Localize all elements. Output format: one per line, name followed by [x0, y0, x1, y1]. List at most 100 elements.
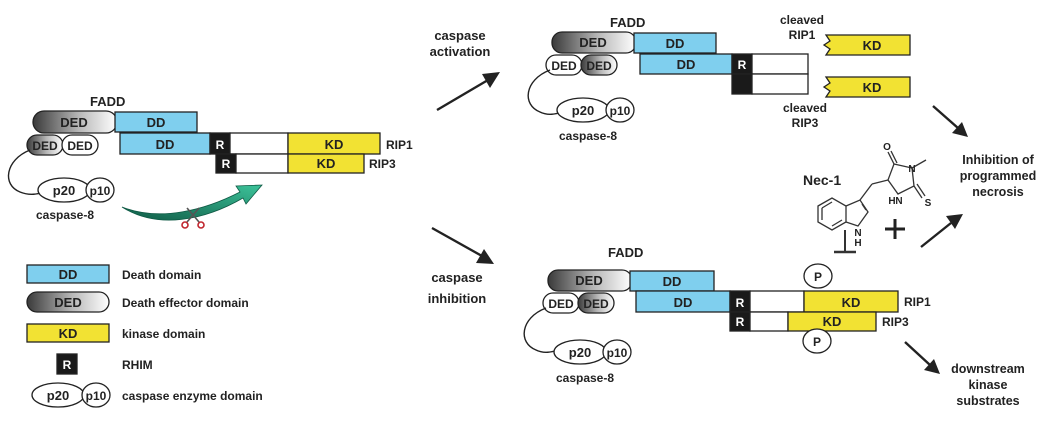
caspase-activation-line1: caspase — [434, 28, 485, 43]
rip1-phospho-label: P — [814, 270, 822, 284]
nec1-nh-h-atom: H — [888, 196, 895, 207]
nec1-indole-n-atom: N — [854, 228, 861, 239]
legend-ded-swatch — [26, 291, 110, 313]
inhibition-arrowhead — [476, 249, 494, 264]
bottom-rip3-rhim-label: R — [736, 315, 745, 329]
substrates-line2: kinase — [969, 378, 1008, 392]
legend-p20-key: p20 — [47, 388, 69, 403]
legend-p10-key: p10 — [86, 389, 107, 403]
left-complex: FADD DED DD DED DED DD R KD RIP1 R KD RI… — [7, 94, 413, 229]
top-rip1-dd-label: DD — [677, 57, 696, 72]
legend-dd-swatch — [26, 264, 110, 284]
casp8-p10 — [85, 177, 115, 203]
nec1-molecule — [817, 150, 927, 254]
arrow-to-necrosis-bottom — [920, 222, 952, 248]
inhibition-arrow — [431, 226, 483, 258]
top-casp8-linker-line — [527, 69, 563, 115]
top-casp8-ded-2 — [580, 54, 618, 76]
bottom-rip3-label: RIP3 — [882, 315, 909, 329]
bottom-rip1-linker — [749, 290, 805, 313]
top-rip1-stub — [751, 53, 809, 75]
cleaved-rip3-kd-label: KD — [863, 80, 882, 95]
arrow-to-necrosis-bottom-head — [946, 214, 963, 229]
legend-rhim-key: R — [63, 358, 72, 372]
bottom-casp8-label: caspase-8 — [556, 371, 614, 385]
legend-ded-text: Death effector domain — [122, 296, 249, 310]
arrow-to-necrosis-top-head — [952, 122, 968, 137]
nec1-nh-n-atom: N — [895, 196, 902, 207]
arrow-to-substrates — [904, 341, 931, 366]
top-fadd-dd-label: DD — [666, 36, 685, 51]
top-fadd-label: FADD — [610, 15, 645, 30]
legend-casp-text: caspase enzyme domain — [122, 389, 263, 403]
rip1-phospho-p — [803, 263, 833, 289]
inhibition-complex: FADD DED DD DED DED DD R KD RIP1 R KD RI… — [523, 245, 931, 385]
substrates-line1: downstream — [951, 362, 1025, 376]
top-rip3-rhim — [731, 73, 753, 95]
arrow-to-substrates-head — [924, 359, 940, 374]
legend: DD Death domain DED Death effector domai… — [26, 264, 263, 408]
bottom-casp8-linker-line — [523, 307, 559, 353]
rip1-dd-label: DD — [156, 137, 175, 152]
casp8-ded-1-label: DED — [32, 139, 58, 153]
fadd-ded-label: DED — [60, 115, 87, 130]
legend-dd-key: DD — [59, 267, 78, 282]
cleaved-rip1-line1: cleaved — [780, 13, 824, 27]
cleaved-rip3-line2: RIP3 — [792, 116, 819, 130]
legend-rhim-text: RHIM — [122, 358, 153, 372]
casp8-ded-2 — [61, 134, 99, 156]
middle-arrows: caspase activation caspase inhibition — [428, 28, 500, 306]
fadd-label: FADD — [90, 94, 125, 109]
legend-p10 — [81, 382, 111, 408]
nec1-o-atom: O — [883, 142, 891, 153]
necrosis-line1: Inhibition of — [962, 153, 1034, 167]
activation-arrow — [436, 78, 489, 112]
activation-complex: FADD DED DD DED DED DD R p20 p10 caspase… — [527, 13, 911, 143]
top-casp8-p10-label: p10 — [610, 104, 631, 118]
rip3-kinase-domain — [287, 153, 365, 174]
fadd-dd-domain — [114, 111, 198, 133]
rip1-label: RIP1 — [386, 138, 413, 152]
legend-dd-text: Death domain — [122, 268, 201, 282]
rip3-kd-label: KD — [317, 156, 336, 171]
caspase-activation-line2: activation — [430, 44, 491, 59]
casp8-p20-label: p20 — [53, 183, 75, 198]
bottom-fadd-label: FADD — [608, 245, 643, 260]
rip3-phospho-p — [802, 328, 832, 354]
top-casp8-label: caspase-8 — [559, 129, 617, 143]
bottom-rip3-kd — [787, 311, 877, 332]
rip1-rhim-label: R — [216, 138, 225, 152]
caspase-inhibition-line2: inhibition — [428, 291, 487, 306]
bottom-rip1-label: RIP1 — [904, 295, 931, 309]
arrow-to-necrosis-top — [932, 105, 959, 129]
nec1-label: Nec-1 — [803, 172, 841, 188]
legend-ded-key: DED — [54, 295, 81, 310]
rip1-linker — [229, 132, 289, 155]
nec1-n-atom: N — [908, 164, 915, 175]
outcome-arrows — [904, 105, 968, 374]
top-casp8-ded-2-label: DED — [586, 59, 612, 73]
bottom-casp8-p10-label: p10 — [607, 346, 628, 360]
bottom-rip1-kd-label: KD — [842, 295, 861, 310]
bottom-casp8-ded-2-label: DED — [583, 297, 609, 311]
fadd-dd-label: DD — [147, 115, 166, 130]
cleaved-rip1-line2: RIP1 — [789, 28, 816, 42]
rip3-phospho-label: P — [813, 335, 821, 349]
nec1-structure: Nec-1 O N S N H N — [803, 142, 932, 254]
rip3-linker — [235, 153, 289, 174]
bottom-fadd-ded-label: DED — [575, 273, 602, 288]
cleaved-rip3-line1: cleaved — [783, 101, 827, 115]
necrosis-line3: necrosis — [972, 185, 1023, 199]
bottom-rip1-rhim-label: R — [736, 296, 745, 310]
top-rip3-stub — [751, 73, 809, 95]
caspase-inhibition-line1: caspase — [431, 270, 482, 285]
bottom-casp8-p20-label: p20 — [569, 345, 591, 360]
top-fadd-dd — [633, 32, 717, 54]
top-fadd-ded-label: DED — [579, 35, 606, 50]
legend-kd-key: KD — [59, 326, 78, 341]
top-casp8-p20-label: p20 — [572, 103, 594, 118]
casp8-ded-2-label: DED — [67, 139, 93, 153]
top-casp8-p10 — [605, 97, 635, 123]
casp8-linker-line — [7, 149, 45, 195]
